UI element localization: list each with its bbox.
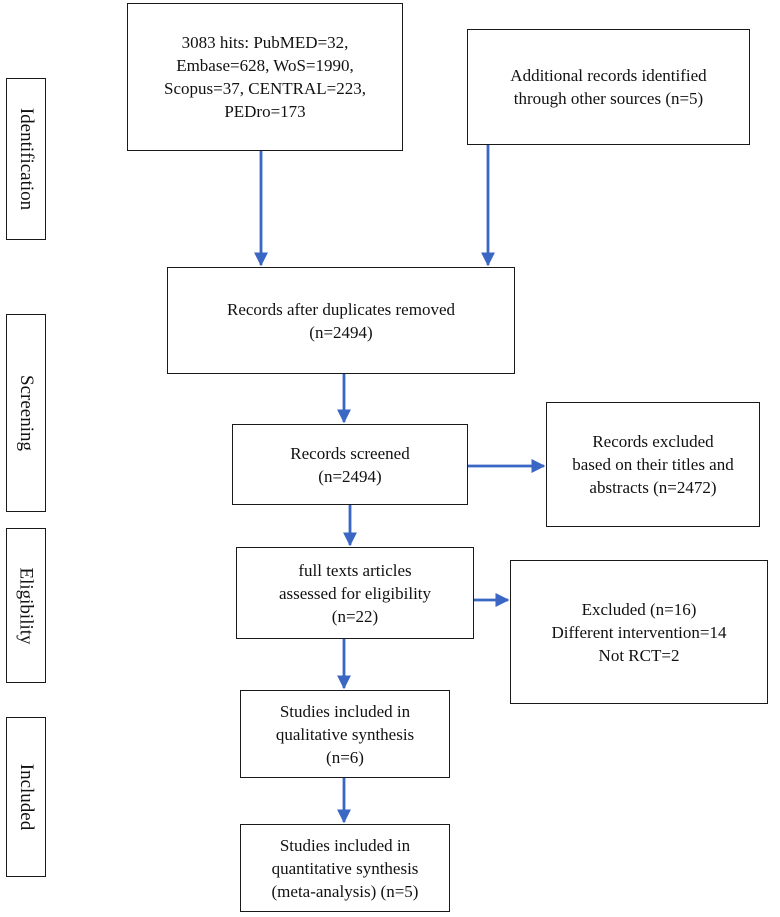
records-screened-line-2: (n=2494) bbox=[318, 466, 382, 486]
records-screened-line-1: Records screened bbox=[290, 443, 410, 463]
records-excluded-line-2: based on their titles and bbox=[572, 455, 734, 474]
full-texts-line-3: (n=22) bbox=[331, 606, 379, 626]
quantitative-synthesis-box: Studies included in quantitative synthes… bbox=[240, 824, 450, 912]
database-hits-box: 3083 hits: PubMED=32, Embase=628, WoS=19… bbox=[127, 3, 403, 151]
excluded-fulltext-line-1: Excluded (n=16) bbox=[581, 599, 697, 619]
duplicates-removed-line-1: Records after duplicates removed bbox=[227, 299, 455, 319]
qualitative-synthesis-box: Studies included in qualitative synthesi… bbox=[240, 690, 450, 778]
quantitative-line-1: Studies included in bbox=[279, 835, 411, 855]
qualitative-line-3: (n=6) bbox=[326, 747, 364, 767]
additional-records-line-2: through other sources (n=5) bbox=[513, 89, 704, 108]
duplicates-removed-line-2: (n=2494) bbox=[309, 322, 373, 342]
quantitative-line-2: quantitative synthesis bbox=[271, 858, 419, 878]
full-texts-line-2: assessed for eligibility bbox=[278, 583, 432, 603]
quantitative-line-3: (meta-analysis) (n=5) bbox=[271, 881, 419, 901]
stage-eligibility: Eligibility bbox=[6, 528, 46, 683]
additional-records-box: Additional records identified through ot… bbox=[467, 29, 750, 145]
stage-screening: Screening bbox=[6, 314, 46, 512]
qualitative-line-2: qualitative synthesis bbox=[275, 724, 415, 744]
excluded-fulltext-box: Excluded (n=16) Different intervention=1… bbox=[510, 560, 768, 704]
duplicates-removed-box: Records after duplicates removed (n=2494… bbox=[167, 267, 515, 374]
full-texts-box: full texts articles assessed for eligibi… bbox=[236, 547, 474, 639]
database-hits-line-4: PEDro=173 bbox=[224, 102, 306, 121]
qualitative-line-1: Studies included in bbox=[279, 701, 411, 721]
full-texts-line-1: full texts articles bbox=[298, 560, 412, 580]
records-excluded-line-3: abstracts (n=2472) bbox=[589, 478, 717, 497]
database-hits-line-3: Scopus=37, CENTRAL=223, bbox=[164, 79, 366, 98]
excluded-fulltext-line-3: Not RCT=2 bbox=[598, 645, 680, 665]
excluded-fulltext-line-2: Different intervention=14 bbox=[551, 622, 727, 642]
additional-records-line-1: Additional records identified bbox=[510, 66, 707, 85]
records-excluded-box: Records excluded based on their titles a… bbox=[546, 402, 760, 527]
records-excluded-line-1: Records excluded bbox=[592, 432, 714, 451]
records-screened-box: Records screened (n=2494) bbox=[232, 424, 468, 505]
database-hits-line-2: Embase=628, WoS=1990, bbox=[176, 56, 354, 75]
stage-included: Included bbox=[6, 717, 46, 877]
stage-identification: Identification bbox=[6, 78, 46, 240]
database-hits-line-1: 3083 hits: PubMED=32, bbox=[181, 33, 349, 52]
